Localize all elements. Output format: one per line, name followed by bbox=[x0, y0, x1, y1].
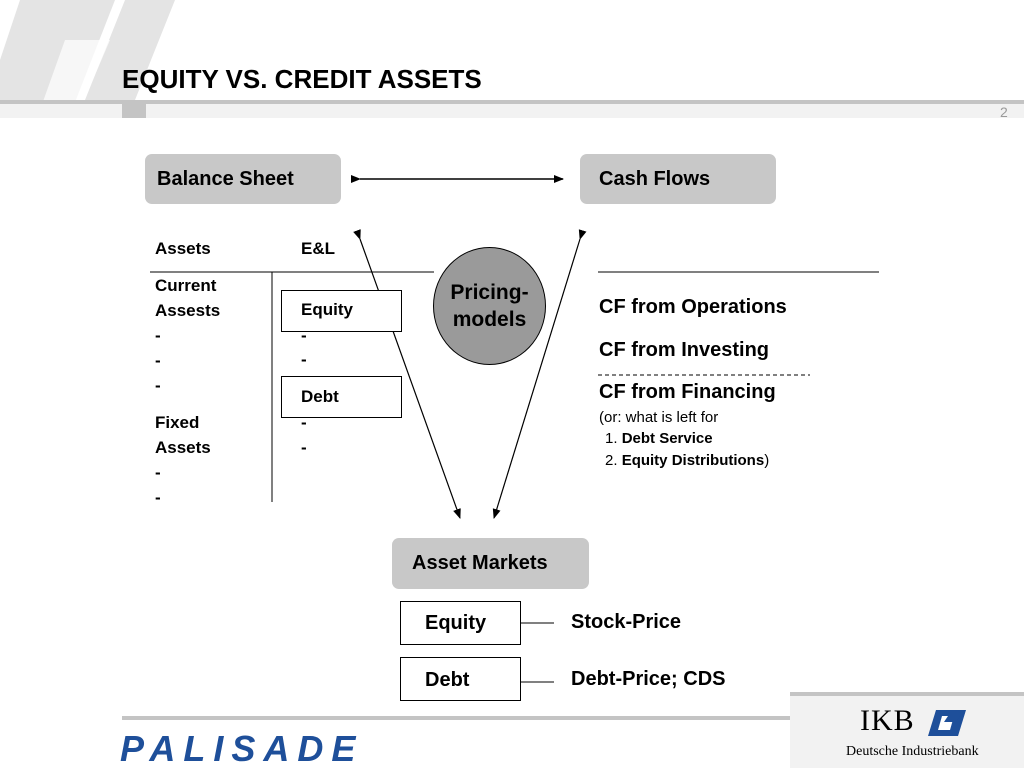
arrow-cf-to-markets bbox=[492, 229, 587, 519]
pricing-models-line2: models bbox=[452, 308, 527, 331]
pricing-models-line1: Pricing- bbox=[450, 281, 529, 304]
bs-equity-label: Equity bbox=[301, 300, 353, 319]
ikb-subtitle: Deutsche Industriebank bbox=[846, 744, 979, 759]
fixed-assets-line2: Assets bbox=[155, 438, 211, 457]
market-equity-box: Equity bbox=[400, 601, 521, 645]
header-bar bbox=[0, 100, 1024, 104]
cf-note-close: ) bbox=[764, 452, 770, 469]
arrow-bs-to-markets bbox=[353, 229, 461, 519]
footer-logo-panel bbox=[790, 692, 1024, 768]
current-assets-line1: Current bbox=[155, 276, 217, 295]
cf-note-item1: 1. Debt Service bbox=[605, 430, 713, 447]
page-number: 2 bbox=[1000, 104, 1008, 120]
current-assets-line2: Assests bbox=[155, 301, 221, 320]
current-dash-2: - bbox=[155, 351, 161, 370]
palisade-logo: PALISADE bbox=[120, 728, 364, 769]
cf-financing: CF from Financing bbox=[599, 381, 776, 403]
header-decoration bbox=[0, 0, 175, 115]
debt-dash-1: - bbox=[301, 413, 307, 432]
balance-sheet-label: Balance Sheet bbox=[157, 167, 294, 190]
equity-dash-1: - bbox=[301, 326, 307, 345]
ikb-logo: IKB bbox=[860, 704, 915, 738]
cf-item2-text: Equity Distributions bbox=[621, 452, 765, 469]
balance-sheet-box: Balance Sheet bbox=[145, 154, 341, 204]
fixed-dash-2: - bbox=[155, 488, 161, 507]
market-debt-label: Debt bbox=[425, 669, 470, 691]
current-dash-3: - bbox=[155, 376, 161, 395]
market-equity-label: Equity bbox=[425, 612, 487, 634]
cf-investing: CF from Investing bbox=[599, 339, 770, 361]
asset-markets-label: Asset Markets bbox=[412, 552, 548, 574]
bs-debt-box: Debt bbox=[281, 376, 402, 418]
assets-header: Assets bbox=[155, 239, 211, 258]
fixed-dash-1: - bbox=[155, 463, 161, 482]
asset-markets-box: Asset Markets bbox=[392, 538, 589, 589]
cash-flows-box: Cash Flows bbox=[580, 154, 776, 204]
ikb-logo-text: IKB bbox=[860, 704, 915, 737]
cf-item1-text: Debt Service bbox=[621, 430, 713, 447]
el-header: E&L bbox=[301, 239, 335, 258]
cf-note-open: (or: what is left for bbox=[599, 409, 719, 426]
footer-bar bbox=[122, 716, 802, 720]
equity-dash-2: - bbox=[301, 350, 307, 369]
ikb-logo-mark bbox=[928, 710, 966, 736]
cash-flows-label: Cash Flows bbox=[599, 167, 711, 190]
fixed-assets-line1: Fixed bbox=[155, 413, 200, 432]
cf-operations: CF from Operations bbox=[599, 296, 787, 318]
bs-equity-box: Equity bbox=[281, 290, 402, 332]
header-bar-light bbox=[0, 104, 1024, 118]
market-debt-box: Debt bbox=[400, 657, 521, 701]
cf-item2-number: 2. bbox=[605, 452, 618, 469]
stock-price-label: Stock-Price bbox=[571, 611, 682, 633]
current-dash-1: - bbox=[155, 326, 161, 345]
header-accent bbox=[122, 100, 146, 118]
cf-item1-number: 1. bbox=[605, 430, 618, 447]
page-title: EQUITY VS. CREDIT ASSETS bbox=[122, 64, 482, 94]
footer-logo-panel-border bbox=[790, 692, 1024, 696]
pricing-models-circle: Pricing- models bbox=[433, 247, 546, 365]
debt-price-label: Debt-Price; CDS bbox=[571, 668, 726, 690]
cf-note-item2: 2. Equity Distributions) bbox=[605, 452, 769, 469]
bs-debt-label: Debt bbox=[301, 387, 339, 406]
debt-dash-2: - bbox=[301, 438, 307, 457]
